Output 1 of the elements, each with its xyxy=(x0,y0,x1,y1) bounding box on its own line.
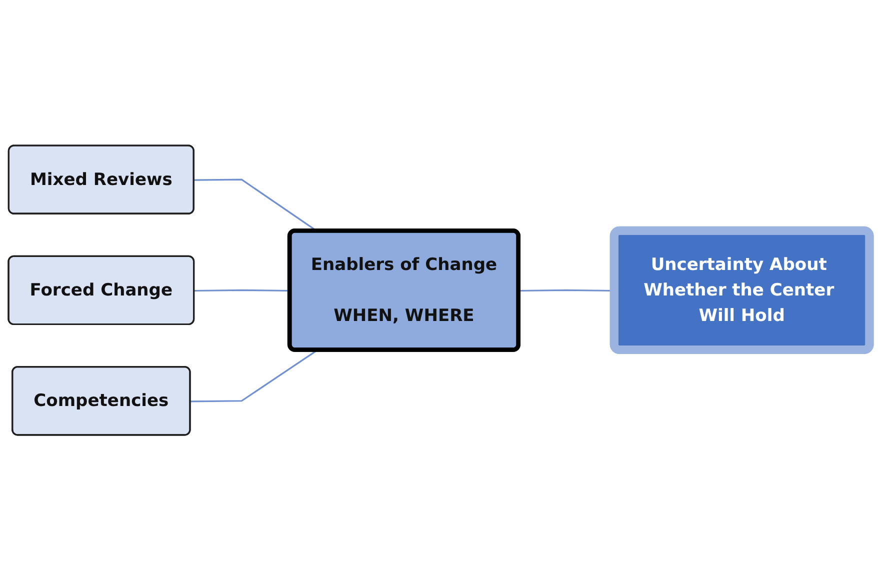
connector xyxy=(190,350,318,402)
